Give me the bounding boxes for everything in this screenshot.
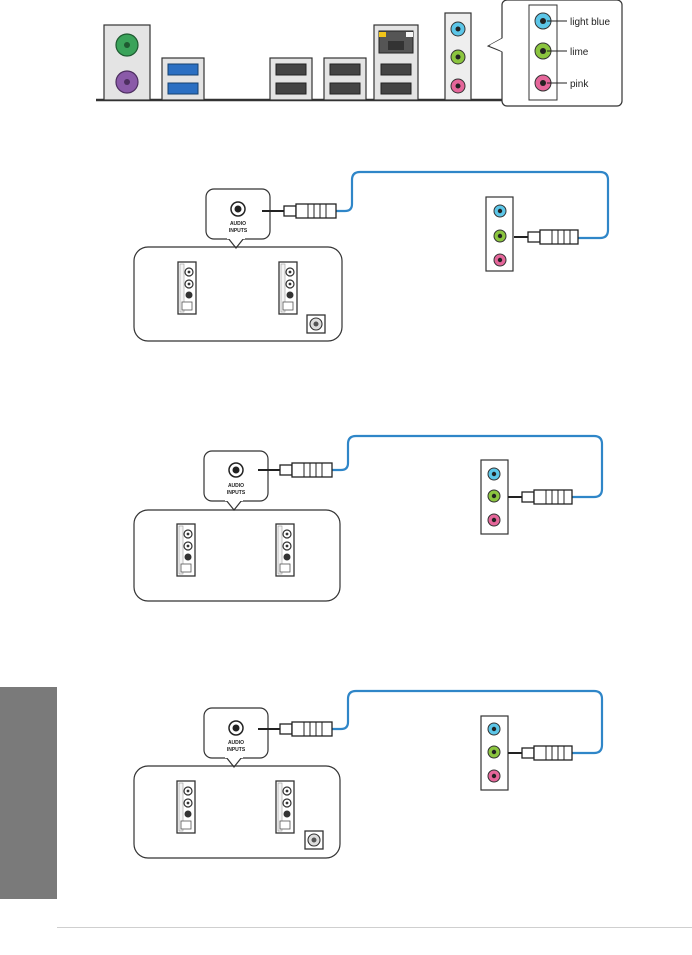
color-legend-callout: light blue lime pink xyxy=(488,0,622,106)
front-left-speaker xyxy=(178,262,196,314)
audio-label-line1: AUDIO xyxy=(228,483,244,489)
audio-cable xyxy=(318,436,602,497)
audio-cable xyxy=(322,172,608,238)
front-left-speaker xyxy=(177,781,195,833)
subwoofer-icon xyxy=(305,831,323,849)
legend-label-pink: pink xyxy=(570,79,589,90)
speaker-diagram-1: AUDIO INPUTS xyxy=(134,172,608,341)
audio-jack-panel xyxy=(445,13,471,100)
speaker-system-box xyxy=(134,510,340,601)
usb3-ports xyxy=(162,58,204,100)
lan-usb-block xyxy=(374,25,418,100)
audio-label-line2: INPUTS xyxy=(229,228,248,234)
audio-label-line1: AUDIO xyxy=(228,740,244,746)
legend-label-light-blue: light blue xyxy=(570,17,610,28)
front-right-speaker xyxy=(276,781,294,833)
ps2-port-block xyxy=(104,25,150,100)
audio-label-line1: AUDIO xyxy=(230,221,246,227)
rear-io-panel: light blue lime pink xyxy=(96,0,622,106)
audio-label-line2: INPUTS xyxy=(227,490,246,496)
audio-label-line2: INPUTS xyxy=(227,747,246,753)
footer-divider xyxy=(57,927,692,928)
speaker-diagram-3: AUDIO INPUTS xyxy=(134,691,602,858)
front-left-speaker xyxy=(177,524,195,576)
subwoofer-icon xyxy=(307,315,325,333)
usb-ports-2 xyxy=(324,58,366,100)
audio-cable xyxy=(318,691,602,753)
front-right-speaker xyxy=(279,262,297,314)
front-right-speaker xyxy=(276,524,294,576)
speaker-diagram-2: AUDIO INPUTS xyxy=(134,436,602,601)
usb-ports-1 xyxy=(270,58,312,100)
chapter-side-tab xyxy=(0,687,57,899)
legend-label-lime: lime xyxy=(570,47,589,58)
